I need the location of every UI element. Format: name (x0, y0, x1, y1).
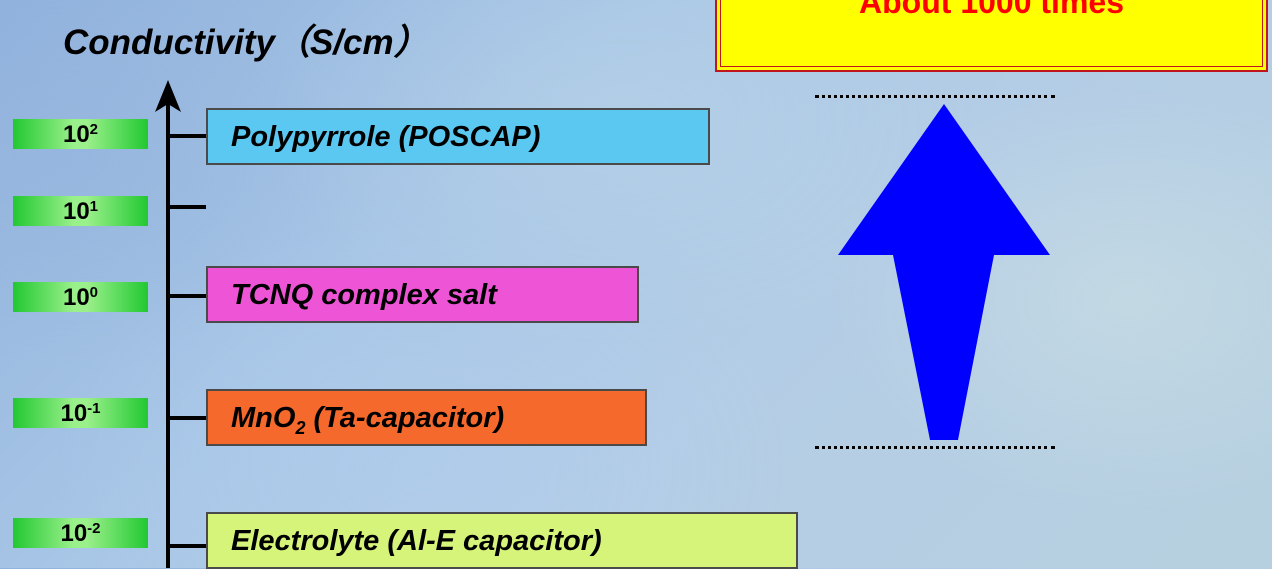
callout-text: About 1000 times (859, 0, 1124, 20)
page-title: Conductivity（S/cm） (63, 23, 429, 62)
tick-exponent: -1 (87, 400, 101, 417)
tick-base: 10 (62, 198, 90, 225)
material-box-tcnq: TCNQ complex salt (206, 266, 639, 323)
tick-exponent: 2 (89, 121, 99, 138)
tick-label-1e-1: 10-1 (13, 398, 148, 428)
ratio-callout: About 1000 times (715, 0, 1268, 72)
tick-label-1e2: 102 (13, 119, 148, 149)
tick-exponent: 1 (89, 198, 99, 215)
tick-exponent: -2 (87, 520, 101, 537)
tick-label-1e1: 101 (13, 196, 148, 226)
tick-exponent: 0 (89, 284, 99, 301)
material-box-polypyrrole: Polypyrrole (POSCAP) (206, 108, 710, 165)
material-label: TCNQ complex salt (231, 279, 497, 311)
material-label-main: MnO (231, 402, 296, 434)
upper-reference-line (815, 95, 1055, 98)
tick-base: 10 (60, 400, 88, 427)
material-box-mno2: MnO2 (Ta-capacitor) (206, 389, 647, 446)
axis-arrowhead-icon (155, 80, 181, 112)
tick-label-1e0: 100 (13, 282, 148, 312)
tick-label-1e-2: 10-2 (13, 518, 148, 548)
tick-base: 10 (60, 520, 88, 547)
lower-reference-line (815, 446, 1055, 449)
material-label-rest: (Ta-capacitor) (305, 402, 505, 434)
tick-base: 10 (62, 284, 90, 311)
material-label: Electrolyte (Al-E capacitor) (231, 525, 602, 557)
material-label: Polypyrrole (POSCAP) (231, 121, 541, 153)
tick-base: 10 (62, 121, 90, 148)
material-label-subscript: 2 (295, 418, 306, 438)
